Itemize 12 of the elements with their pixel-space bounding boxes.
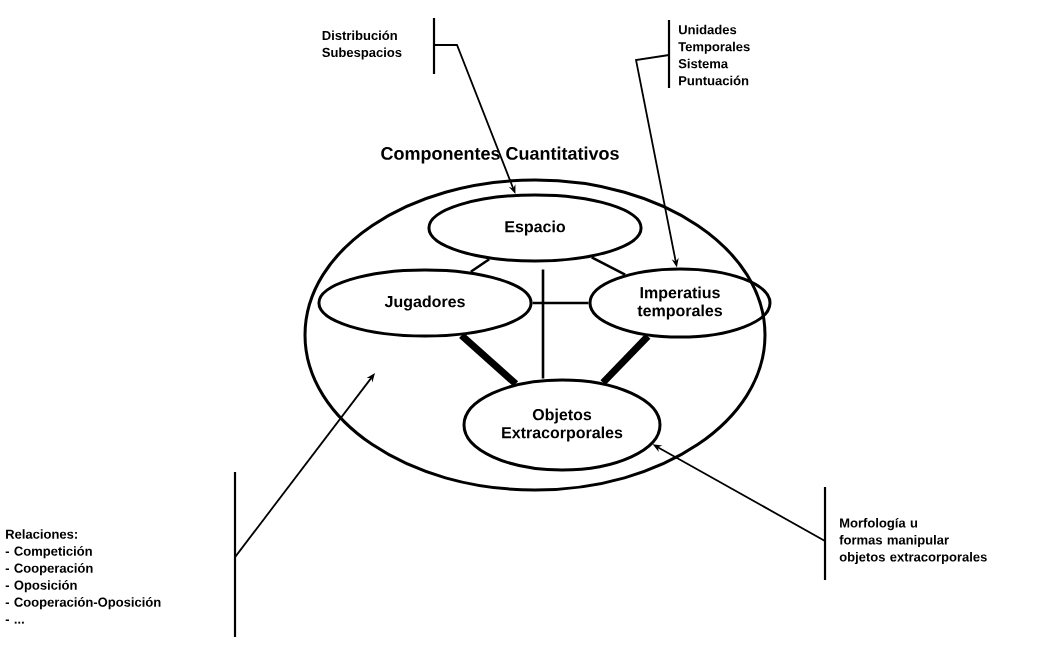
callout-text: Distribución Subespacios: [322, 30, 402, 60]
connector-line: [541, 269, 545, 379]
connector-line: [459, 332, 519, 387]
callout-text: Unidades Temporales Sistema Puntuación: [678, 24, 750, 86]
connector-line: [470, 258, 490, 273]
callout-text: Relaciones: - Competición - Cooperación - Oposición - Cooperación-Oposición - ...: [5, 529, 161, 624]
node-label: Componentes Cuantitativos: [381, 146, 619, 164]
callout-text: Morfología u formas manipular objetos extracorporales: [839, 517, 987, 565]
arrow: [234, 373, 375, 558]
connector-line: [591, 256, 626, 276]
connector-line: [532, 301, 589, 305]
connector-line: [600, 333, 651, 386]
